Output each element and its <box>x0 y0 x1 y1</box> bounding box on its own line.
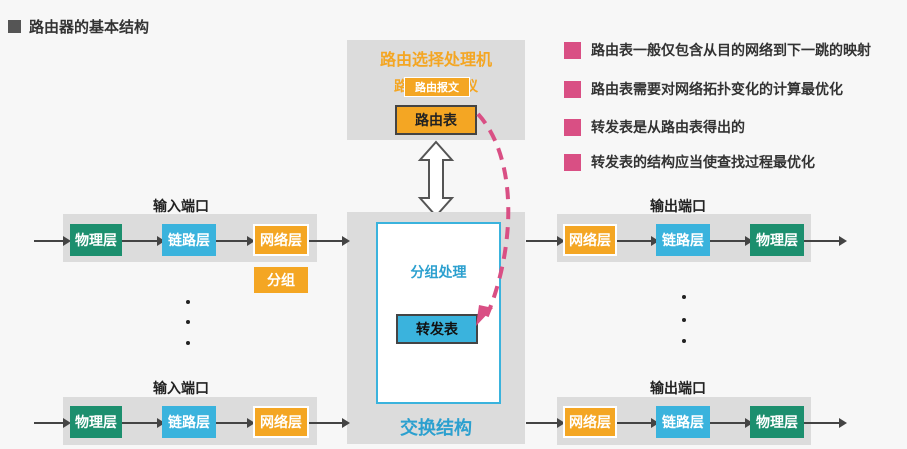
input-link-layer[interactable]: 链路层 <box>162 406 216 438</box>
output-arrow-1 <box>617 418 659 428</box>
input-arrow-in <box>34 236 71 246</box>
output-arrow-2 <box>710 418 753 428</box>
output-ellipsis-dot <box>682 339 686 343</box>
output-physical-layer[interactable]: 物理层 <box>750 224 804 256</box>
note-item: 路由表需要对网络拓扑变化的计算最优化 <box>564 79 843 99</box>
note-square-icon <box>564 118 581 136</box>
output-port-label: 输出端口 <box>650 381 706 397</box>
routing-packet-label: 路由报文 <box>404 77 470 97</box>
output-arrow-out <box>804 236 847 246</box>
output-link-layer[interactable]: 链路层 <box>656 406 710 438</box>
title-square-icon <box>8 20 21 33</box>
output-network-layer[interactable]: 网络层 <box>563 224 617 256</box>
switch-fabric-label: 交换结构 <box>400 418 472 439</box>
output-ellipsis-dot <box>682 295 686 299</box>
output-network-layer[interactable]: 网络层 <box>563 406 617 438</box>
input-link-layer[interactable]: 链路层 <box>162 224 216 256</box>
note-item: 路由表一般仅包含从目的网络到下一跳的映射 <box>564 40 871 60</box>
output-ellipsis-dot <box>682 318 686 322</box>
page-title: 路由器的基本结构 <box>8 16 149 37</box>
input-arrow-in <box>34 418 71 428</box>
output-physical-layer[interactable]: 物理层 <box>750 406 804 438</box>
input-physical-layer[interactable]: 物理层 <box>70 224 122 256</box>
input-physical-layer[interactable]: 物理层 <box>70 406 122 438</box>
input-ellipsis-dot <box>186 320 190 324</box>
output-arrow-2 <box>710 236 753 246</box>
input-ellipsis-dot <box>186 341 190 345</box>
packet-processing-label: 分组处理 <box>410 265 467 281</box>
page-title-text: 路由器的基本结构 <box>29 18 150 36</box>
input-arrow-1 <box>122 418 165 428</box>
input-arrow-2 <box>216 418 255 428</box>
forwarding-table-box[interactable]: 转发表 <box>396 314 478 344</box>
note-text: 路由表需要对网络拓扑变化的计算最优化 <box>591 82 843 98</box>
note-square-icon <box>564 41 581 59</box>
output-link-layer[interactable]: 链路层 <box>656 224 710 256</box>
input-network-layer[interactable]: 网络层 <box>253 224 309 256</box>
input-arrow-out <box>309 418 350 428</box>
note-item: 转发表的结构应当使查找过程最优化 <box>564 152 815 172</box>
routing-table-box[interactable]: 路由表 <box>395 105 477 135</box>
input-port-label: 输入端口 <box>153 381 209 397</box>
routing-processor-title: 路由选择处理机 <box>379 50 492 69</box>
output-arrow-out <box>804 418 847 428</box>
input-arrow-2 <box>216 236 255 246</box>
note-item: 转发表是从路由表得出的 <box>564 117 745 137</box>
output-arrow-in <box>526 418 565 428</box>
dashed-arrow-icon <box>476 112 511 326</box>
packet-label: 分组 <box>254 267 308 293</box>
note-square-icon <box>564 153 581 171</box>
output-arrow-1 <box>617 236 659 246</box>
output-port-label: 输出端口 <box>650 199 706 215</box>
note-text: 转发表的结构应当使查找过程最优化 <box>591 155 815 171</box>
input-arrow-1 <box>122 236 165 246</box>
input-port-label: 输入端口 <box>153 199 209 215</box>
note-text: 转发表是从路由表得出的 <box>591 120 745 136</box>
input-network-layer[interactable]: 网络层 <box>253 406 309 438</box>
output-arrow-in <box>526 236 565 246</box>
input-ellipsis-dot <box>186 300 190 304</box>
double-arrow-icon <box>417 140 455 218</box>
input-arrow-out <box>309 236 350 246</box>
note-text: 路由表一般仅包含从目的网络到下一跳的映射 <box>591 43 871 59</box>
note-square-icon <box>564 80 581 98</box>
